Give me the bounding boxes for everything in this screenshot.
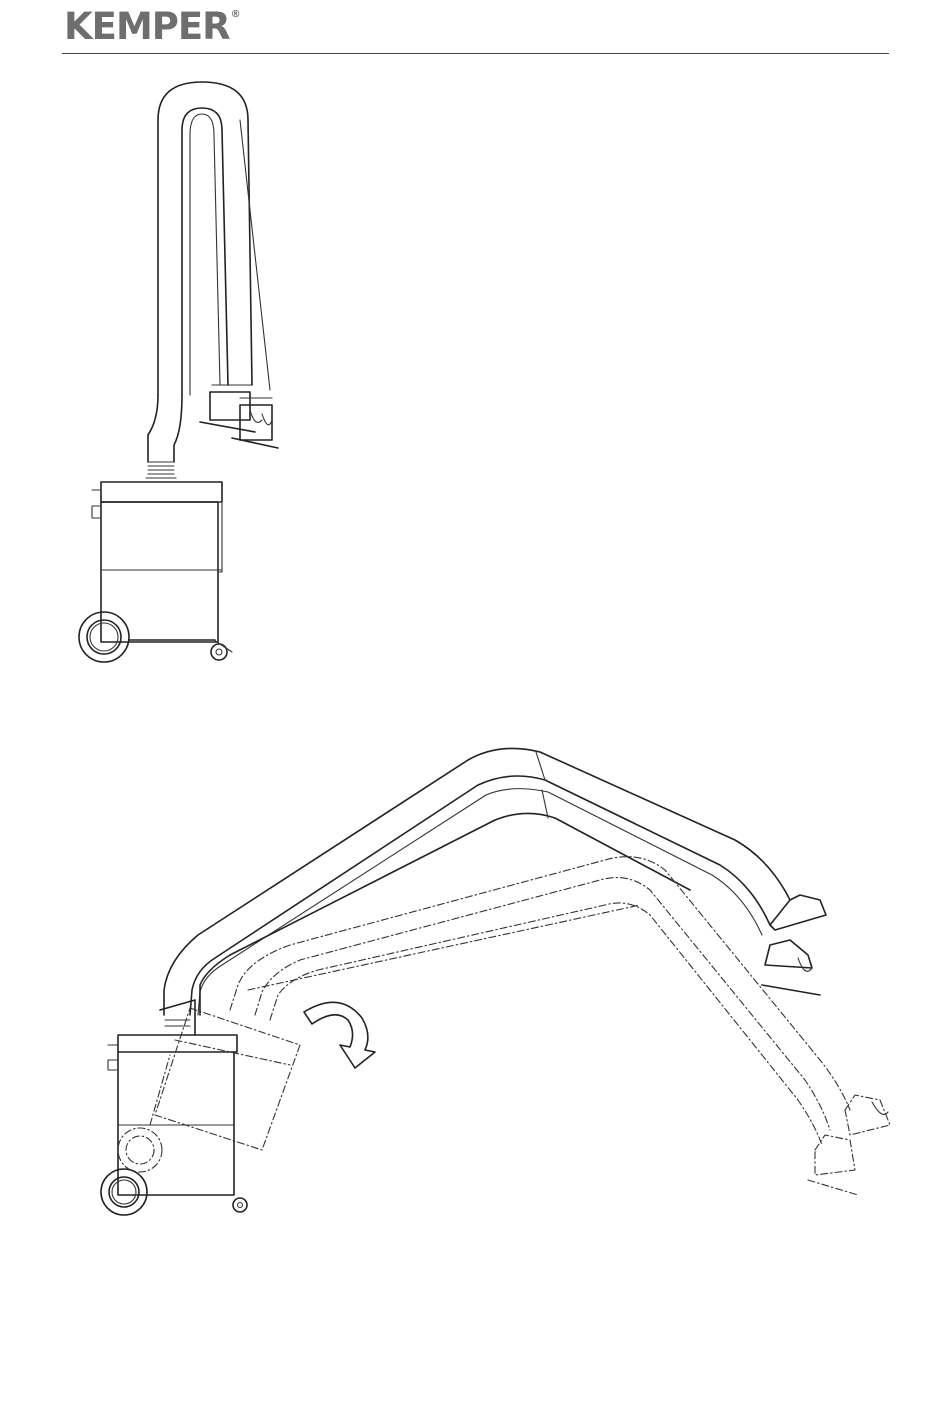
top-figure-drawing [0, 70, 950, 680]
page-header: KEMPER® [0, 0, 950, 60]
kemper-logo: KEMPER® [64, 8, 240, 45]
folded-arm [146, 82, 278, 478]
brand-name: KEMPER [64, 5, 230, 48]
header-rule [62, 53, 889, 54]
extractor-unit-tilted [101, 1000, 300, 1215]
extended-arm-upright [164, 748, 826, 1015]
extended-arm-tilted [230, 857, 890, 1195]
bottom-figure-drawing [0, 740, 950, 1220]
curved-rotation-arrow-icon [304, 1002, 375, 1068]
registered-mark: ® [231, 9, 240, 20]
extractor-unit [79, 482, 232, 662]
